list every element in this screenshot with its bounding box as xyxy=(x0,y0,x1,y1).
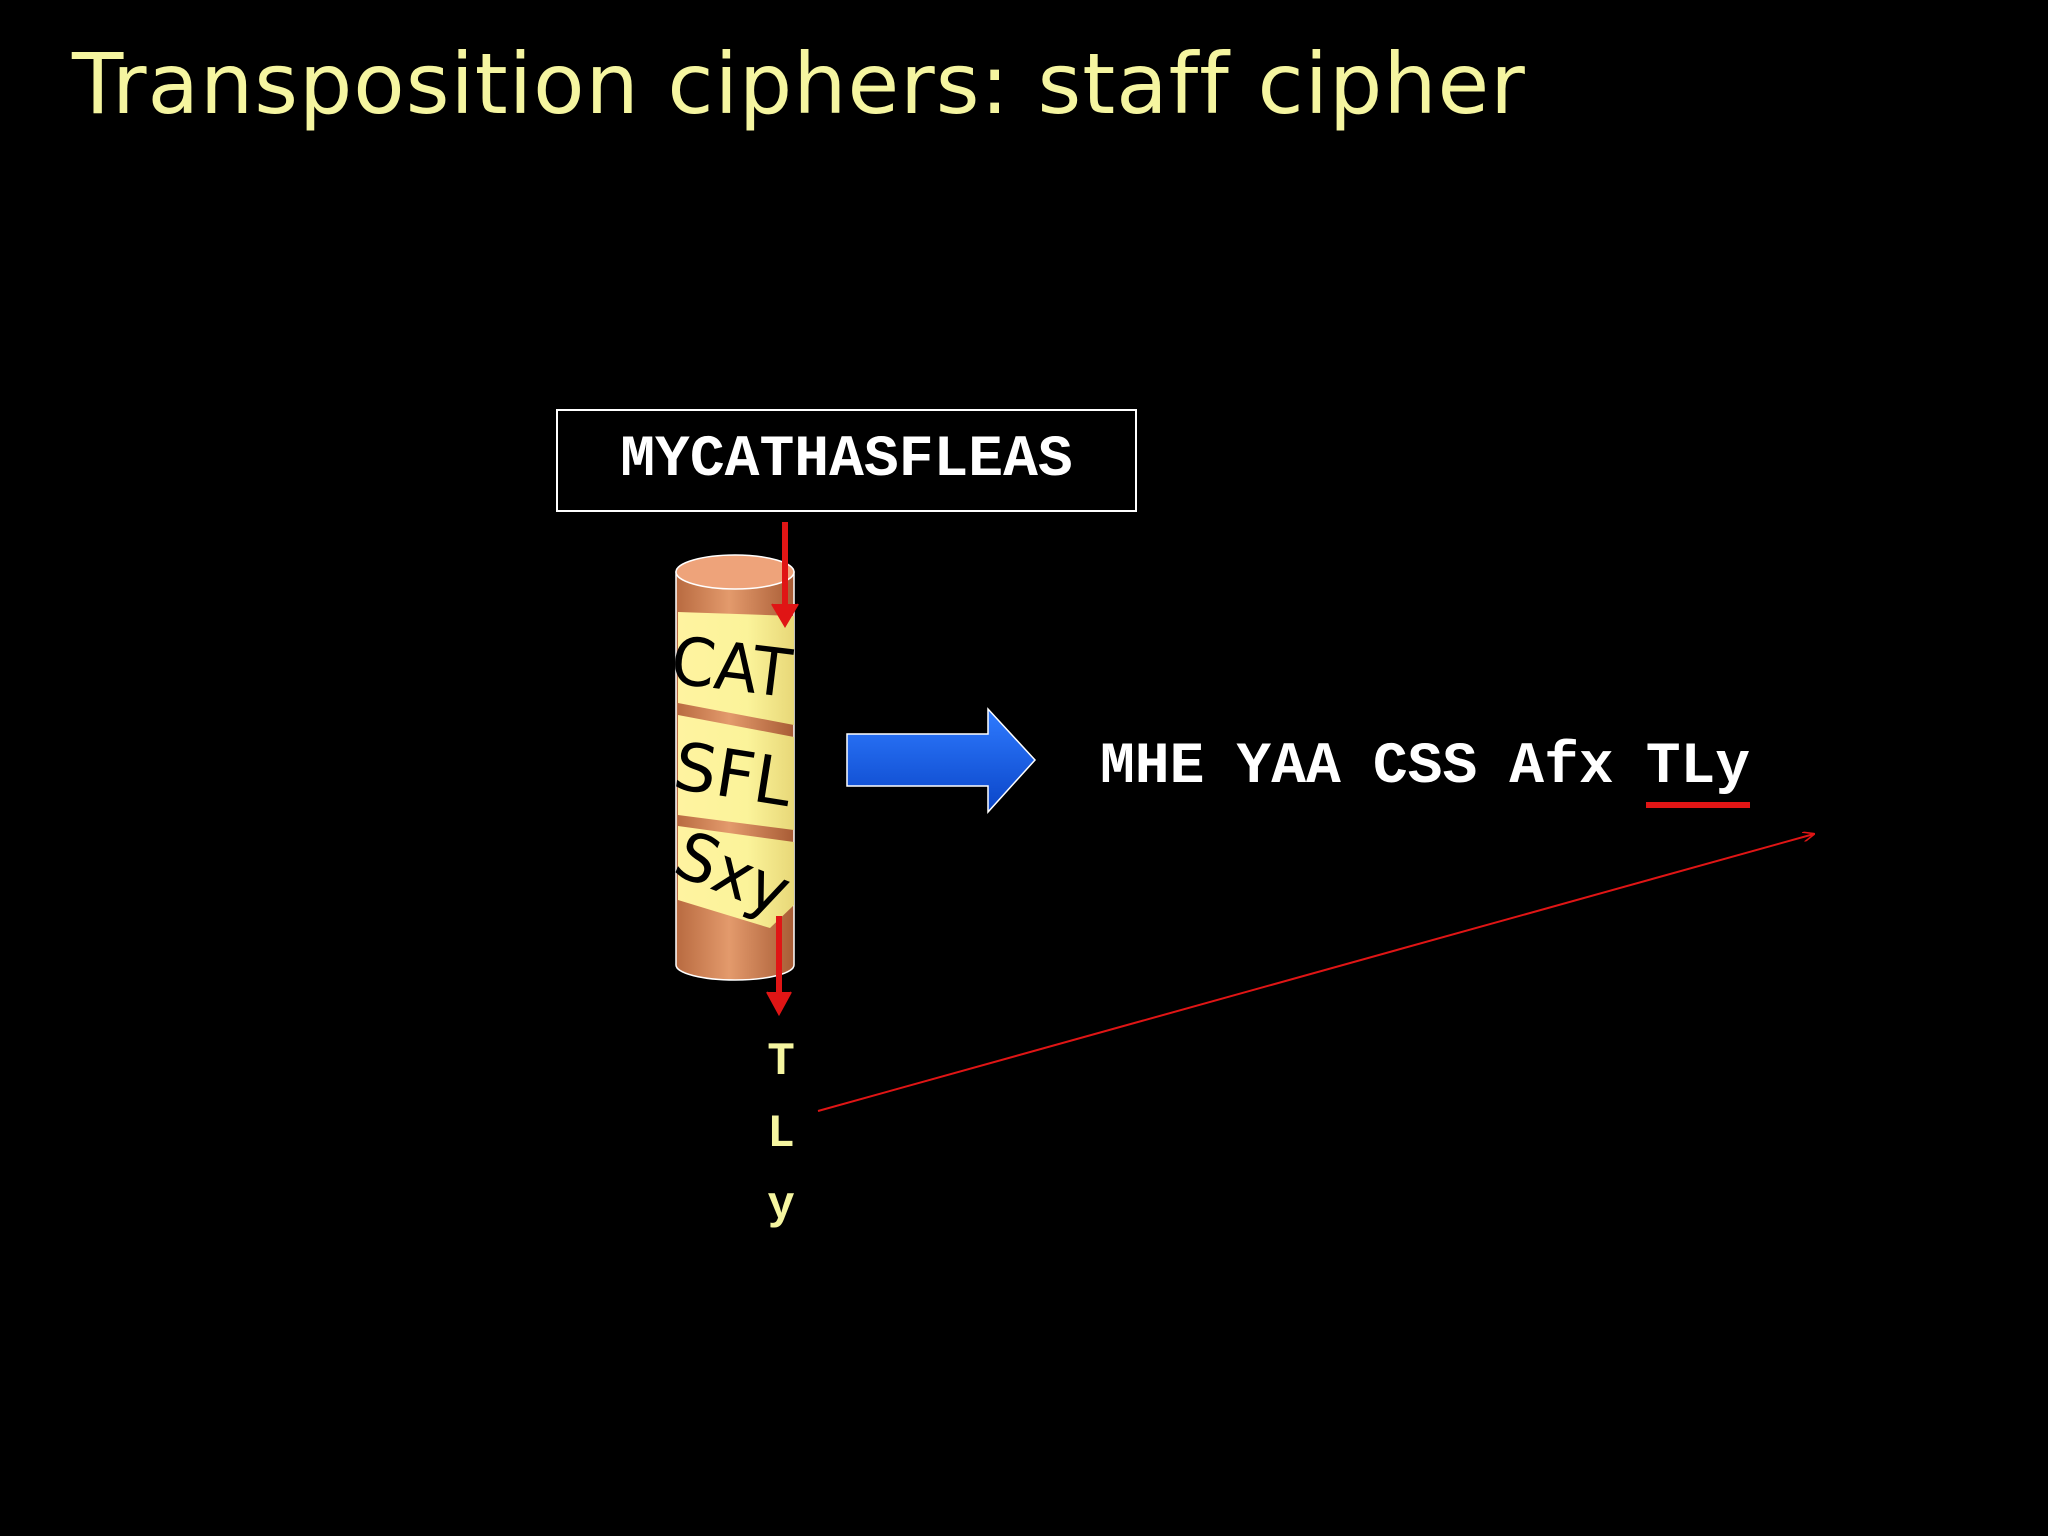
ribbon-band-1 xyxy=(678,612,794,725)
staff-icon: CAT SFL Sxy xyxy=(665,554,801,981)
plaintext-box: MYCATHASFLEAS xyxy=(556,409,1137,512)
cipher-group-3: CSS xyxy=(1372,735,1478,800)
ribbon-band-3 xyxy=(678,826,794,928)
output-arrow-icon xyxy=(766,916,792,1017)
cipher-group-2: YAA xyxy=(1236,735,1341,800)
column-letter-1: T xyxy=(767,1036,795,1088)
column-letter-3: y xyxy=(767,1180,795,1232)
cipher-group-4: Afx xyxy=(1509,735,1614,800)
cipher-group-1: MHE xyxy=(1100,735,1205,800)
staff-row-2: SFL xyxy=(669,728,798,823)
ciphertext: MHE YAA CSS Afx TLy xyxy=(1100,735,1751,808)
staff-row-1: CAT xyxy=(667,622,796,713)
big-right-arrow-icon xyxy=(846,707,1037,814)
plaintext-text: MYCATHASFLEAS xyxy=(620,428,1073,493)
column-letter-2: L xyxy=(767,1108,795,1160)
staff-top xyxy=(675,554,795,590)
cipher-group-5-highlighted: TLy xyxy=(1645,735,1751,808)
pointer-line xyxy=(817,834,1814,1112)
ribbon-band-2 xyxy=(678,715,794,830)
input-arrow-icon xyxy=(771,522,799,628)
slide-title: Transposition ciphers: staff cipher xyxy=(72,35,1526,133)
